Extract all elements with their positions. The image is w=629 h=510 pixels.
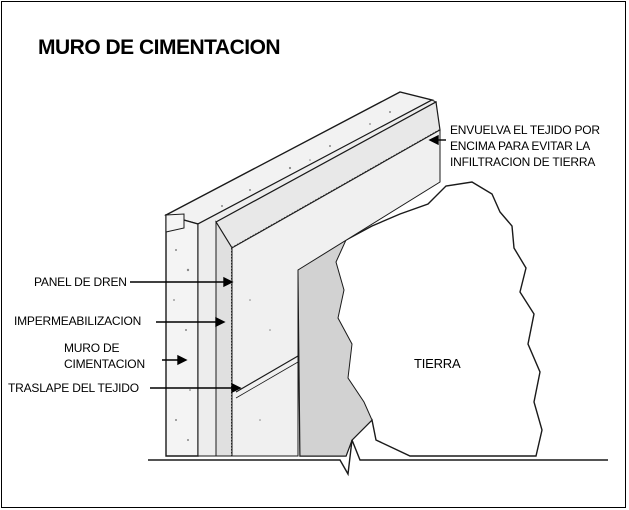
concrete-texture [173,111,391,441]
drain-panel-body [231,129,441,457]
diagram-title: MURO DE CIMENTACION [38,36,281,59]
label-envuelva-line1: ENVUELVA EL TEJIDO POR [450,123,600,137]
label-traslape: TRASLAPE DEL TEJIDO [8,381,139,395]
label-muro-line1: MURO DE [64,341,120,355]
ground-line [148,439,608,477]
label-envuelva-line2: ENCIMA PARA EVITAR LA [450,139,591,153]
soil-mass [297,181,543,457]
label-envuelva-line3: INFILTRACION DE TIERRA [450,155,596,169]
fabric-overlap-2 [235,361,299,399]
fabric-overlap [235,355,299,393]
leader-arrows [130,134,446,394]
label-impermeabilizacion: IMPERMEABILIZACION [14,314,142,328]
label-panel-de-dren: PANEL DE DREN [34,275,127,289]
label-tierra: TIERRA [414,356,461,371]
wall-front-face [165,214,199,457]
label-muro-line2: CIMENTACION [64,357,145,371]
wall-step [165,213,185,233]
soil-shaded-face [297,239,373,457]
drain-panel-face [215,220,233,457]
